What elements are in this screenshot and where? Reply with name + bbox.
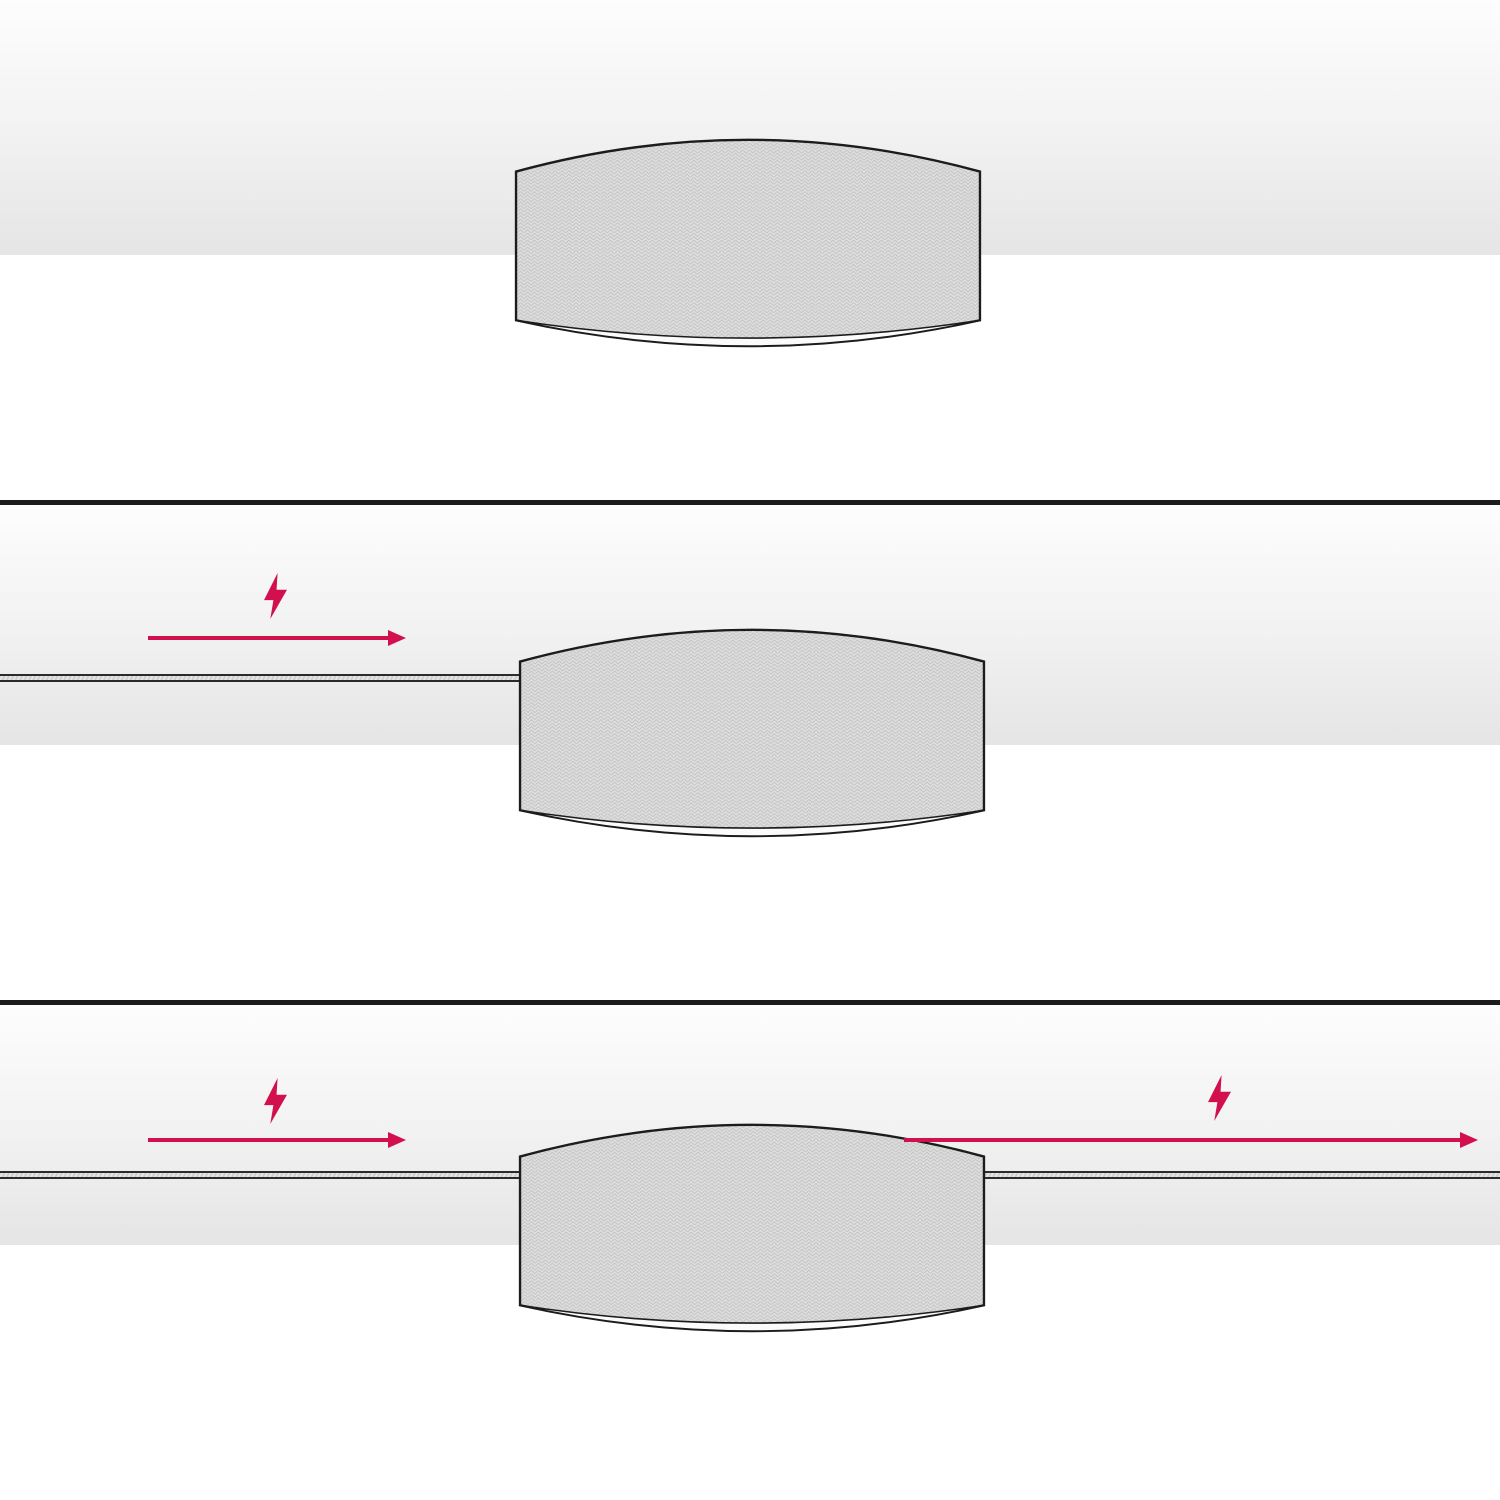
arrow-right-icon bbox=[148, 1132, 406, 1148]
arrow-head bbox=[1460, 1132, 1478, 1148]
power-cable-left bbox=[0, 674, 522, 682]
panel-power-feed-through bbox=[0, 1000, 1500, 1500]
lightning-bolt-glyph bbox=[1208, 1075, 1231, 1121]
lightning-bolt-glyph bbox=[264, 1078, 287, 1124]
drum-ceiling-lamp bbox=[510, 122, 986, 350]
panel-power-feed-left bbox=[0, 500, 1500, 1000]
lightning-bolt-icon bbox=[262, 1078, 289, 1124]
power-cable-left bbox=[0, 1171, 522, 1179]
lamp-shade bbox=[520, 1125, 984, 1331]
drum-ceiling-lamp bbox=[514, 612, 990, 840]
lamp-shade bbox=[520, 630, 984, 836]
lightning-bolt-glyph bbox=[264, 573, 287, 619]
lightning-bolt-icon bbox=[262, 573, 289, 619]
arrow-right-icon bbox=[148, 630, 406, 646]
arrow-head bbox=[388, 1132, 406, 1148]
lightning-bolt-icon bbox=[1206, 1075, 1233, 1121]
arrow-right-icon bbox=[904, 1132, 1478, 1148]
panel-no-power-feed bbox=[0, 0, 1500, 500]
arrow-head bbox=[388, 630, 406, 646]
lamp-shade bbox=[516, 140, 980, 346]
power-cable-right bbox=[982, 1171, 1500, 1179]
